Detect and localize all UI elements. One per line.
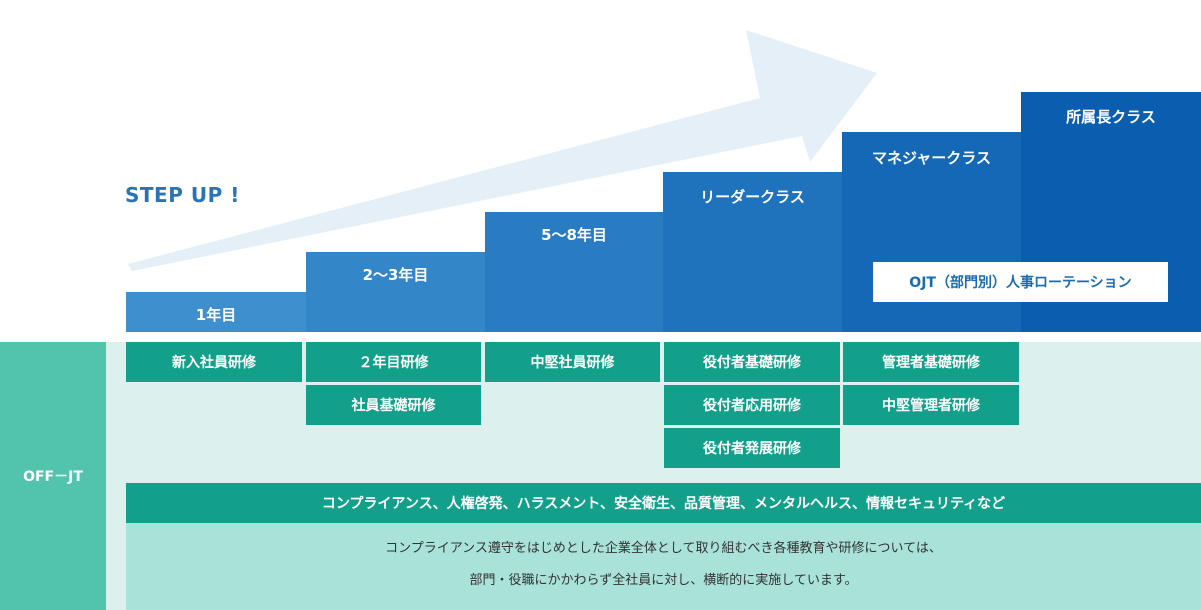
common-training-band: コンプライアンス、人権啓発、ハラスメント、安全衛生、品質管理、メンタルヘルス、情… (126, 483, 1201, 523)
step-label: 1年目 (195, 306, 237, 324)
step-up-arrow (128, 30, 877, 271)
ojt-rotation-label: OJT（部門別）人事ローテーション (873, 262, 1168, 302)
training-second-year: ２年目研修 (306, 342, 481, 382)
step-label: 5～8年目 (541, 226, 607, 244)
step-year2-3: 2～3年目 (306, 252, 485, 332)
step-label: 所属長クラス (1066, 108, 1156, 126)
step-year5-8: 5～8年目 (485, 212, 663, 332)
note-line: 部門・役職にかかわらず全社員に対し、横断的に実施しています。 (469, 573, 858, 588)
training-mid-manager: 中堅管理者研修 (843, 385, 1019, 425)
headline: STEP UP ! (125, 183, 240, 207)
step-leader: リーダークラス (663, 172, 842, 332)
training-officer-advanced: 役付者発展研修 (664, 428, 840, 468)
step-label: マネジャークラス (872, 149, 991, 167)
common-training-note: コンプライアンス遵守をはじめとした企業全体として取り組むべき各種教育や研修につい… (126, 523, 1201, 610)
training-manager-basic: 管理者基礎研修 (843, 342, 1019, 382)
off-jt-label: OFF－JT (0, 342, 106, 610)
step-manager: マネジャークラス (842, 132, 1021, 332)
training-mid-career: 中堅社員研修 (485, 342, 660, 382)
training-new-employee: 新入社員研修 (126, 342, 302, 382)
training-officer-applied: 役付者応用研修 (664, 385, 840, 425)
note-line: コンプライアンス遵守をはじめとした企業全体として取り組むべき各種教育や研修につい… (385, 541, 942, 556)
step-label: 2～3年目 (362, 266, 429, 284)
training-officer-basic: 役付者基礎研修 (664, 342, 840, 382)
training-employee-basic: 社員基礎研修 (306, 385, 481, 425)
arrow-shape (128, 30, 877, 271)
step-label: リーダークラス (700, 188, 805, 206)
step-year1: 1年目 (126, 292, 306, 332)
